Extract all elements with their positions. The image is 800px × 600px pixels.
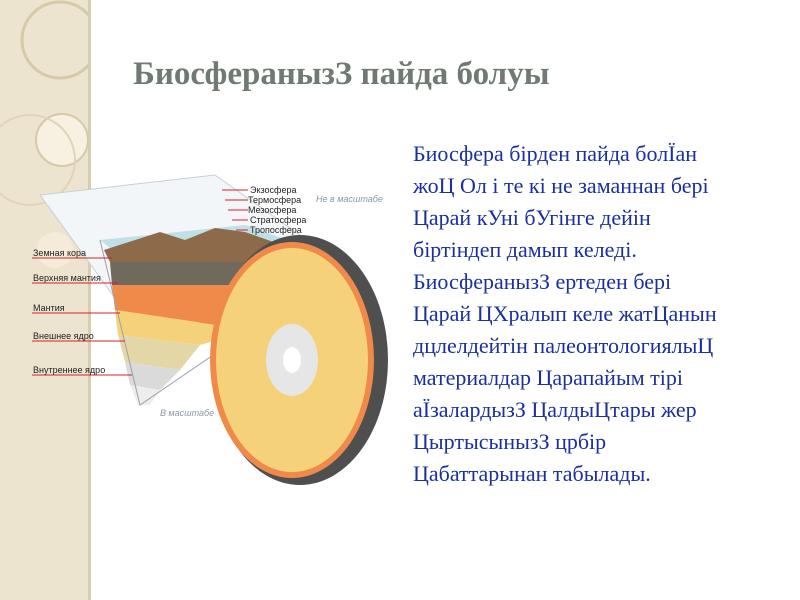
body-line: БиосферанызЗ ертеден бері [413, 269, 672, 294]
body-line: Царай ЦХралып келе жатЦанын [413, 301, 717, 326]
body-text: Биосфера бірден пайда болЇан жоЦ Ол і те… [413, 138, 788, 490]
label-stratosphere: Стратосфера [250, 215, 306, 225]
label-outer-core: Внешнее ядро [33, 331, 94, 341]
band-divider [88, 0, 91, 600]
atmosphere-leaders [222, 189, 248, 231]
slide-title: БиосферанызЗ пайда болуы [133, 56, 550, 92]
label-mesosphere: Мезосфера [248, 205, 296, 215]
label-mantle: Мантия [33, 303, 65, 313]
label-earth-crust: Земная кора [33, 248, 86, 258]
label-thermosphere: Термосфера [248, 195, 301, 205]
body-line: Цабаттарынан табылады. [413, 461, 651, 486]
body-line: Царай кУні бУгінге дейін [413, 205, 651, 230]
body-line: материалдар Царапайым тірі [413, 365, 683, 390]
outer-core-layer [118, 335, 200, 370]
body-line: Биосфера бірден пайда болЇан [413, 141, 698, 166]
scale-note-not-to-scale: Не в масштабе [316, 194, 383, 204]
globe-center [283, 347, 301, 373]
label-exosphere: Экзосфера [250, 185, 296, 195]
label-troposphere: Тропосфера [250, 225, 302, 235]
wedge-tip [130, 385, 160, 405]
label-inner-core: Внутреннее ядро [33, 365, 105, 375]
decorative-circles [0, 0, 90, 268]
body-line: ЦыртысынызЗ црбір [413, 429, 607, 454]
body-line: біртіндеп дамып келеді. [413, 237, 637, 262]
body-line: дцлелдейтін палеонтологиялыЦ [413, 333, 714, 358]
body-line: жоЦ Ол і те кі не заманнан бері [413, 173, 709, 198]
decorative-side-band [0, 0, 90, 600]
inner-core-layer [125, 362, 180, 390]
label-upper-mantle: Верхняя мантия [33, 273, 101, 283]
scale-note-to-scale: В масштабе [160, 408, 214, 418]
body-line: аЇзалардызЗ ЦалдыЦтары жер [413, 397, 697, 422]
earth-leaders [32, 257, 132, 376]
